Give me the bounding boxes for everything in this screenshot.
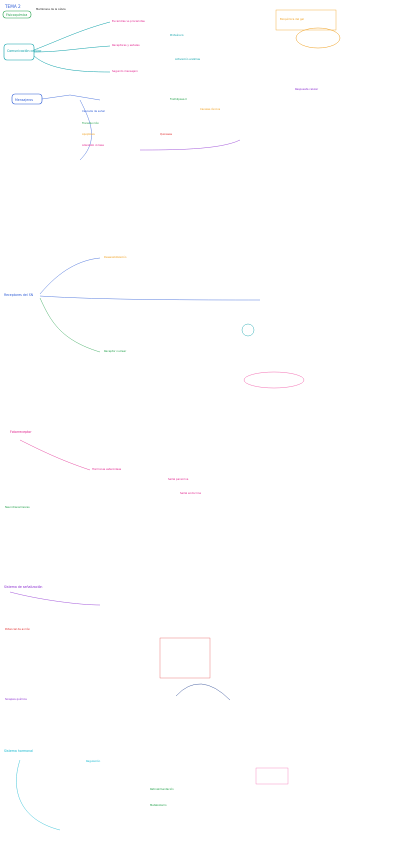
svg-text:Eucariotas vs procariotas: Eucariotas vs procariotas <box>112 19 145 23</box>
fotoreceptor-title: Fotorreceptor <box>10 430 32 434</box>
svg-text:Señal endocrina: Señal endocrina <box>180 491 201 495</box>
svg-text:Segundo mensajero: Segundo mensajero <box>112 69 138 73</box>
mensajeros-block: Mensajeros Cascada de señal Transducción… <box>11 87 319 161</box>
sistema-senal-title: Sistema de señalización <box>4 585 42 589</box>
fisicoquimica-label: Fisicoquímica <box>6 13 27 17</box>
svg-text:Receptores y señales: Receptores y señales <box>112 43 140 47</box>
svg-text:Metabolismo: Metabolismo <box>150 803 167 807</box>
svg-text:Quinasas: Quinasas <box>160 132 173 136</box>
svg-text:Cascada de señal: Cascada de señal <box>82 109 105 113</box>
svg-text:Sinapsis química: Sinapsis química <box>5 697 27 701</box>
svg-text:Desensibilización: Desensibilización <box>104 255 127 259</box>
svg-text:Potencial de acción: Potencial de acción <box>5 627 30 631</box>
svg-text:Neurotransmisores: Neurotransmisores <box>5 505 30 509</box>
svg-text:Activación enzimas: Activación enzimas <box>175 57 201 61</box>
svg-text:Transducción: Transducción <box>82 121 99 125</box>
fisicoquimica-box <box>2 10 32 19</box>
svg-text:Proteína G: Proteína G <box>170 33 184 37</box>
svg-text:Adenilato ciclasa: Adenilato ciclasa <box>82 143 104 147</box>
svg-text:Bioquímica del gel: Bioquímica del gel <box>280 17 304 21</box>
membrana-label: Membrana de la célula <box>36 7 66 11</box>
receptores-title: Receptores del SN <box>4 293 34 297</box>
header: TEMA 2 Fisicoquímica Membrana de la célu… <box>2 4 66 19</box>
svg-text:Respuesta celular: Respuesta celular <box>295 87 319 91</box>
fotoreceptor-block: Fotorreceptor Hormonas esteroideas Señal… <box>5 430 201 509</box>
svg-text:Canales iónicos: Canales iónicos <box>200 107 221 111</box>
svg-text:Retroalimentación: Retroalimentación <box>150 787 174 791</box>
svg-text:Regulación: Regulación <box>86 759 101 763</box>
sistema-hormonal-block: Sistema hormonal Regulación Retroaliment… <box>4 749 289 831</box>
sistema-senal-block: Sistema de señalización Potencial de acc… <box>4 585 231 701</box>
svg-text:Hormonas esteroideas: Hormonas esteroideas <box>92 467 122 471</box>
mensajeros-title: Mensajeros <box>15 98 33 102</box>
svg-text:Fosfolipasa C: Fosfolipasa C <box>170 97 187 101</box>
receptores-block: Receptores del SN Desensibilización Rece… <box>4 255 305 389</box>
svg-text:Receptor nuclear: Receptor nuclear <box>104 349 127 353</box>
svg-text:Señal paracrina: Señal paracrina <box>168 477 189 481</box>
tema-title: TEMA 2 <box>4 4 21 9</box>
comunicacion-title: Comunicación celular <box>7 49 42 53</box>
sistema-hormonal-title: Sistema hormonal <box>4 749 33 753</box>
comunicacion-block: Comunicación celular Eucariotas vs proca… <box>3 9 341 73</box>
svg-text:Apoptosis: Apoptosis <box>82 132 95 136</box>
